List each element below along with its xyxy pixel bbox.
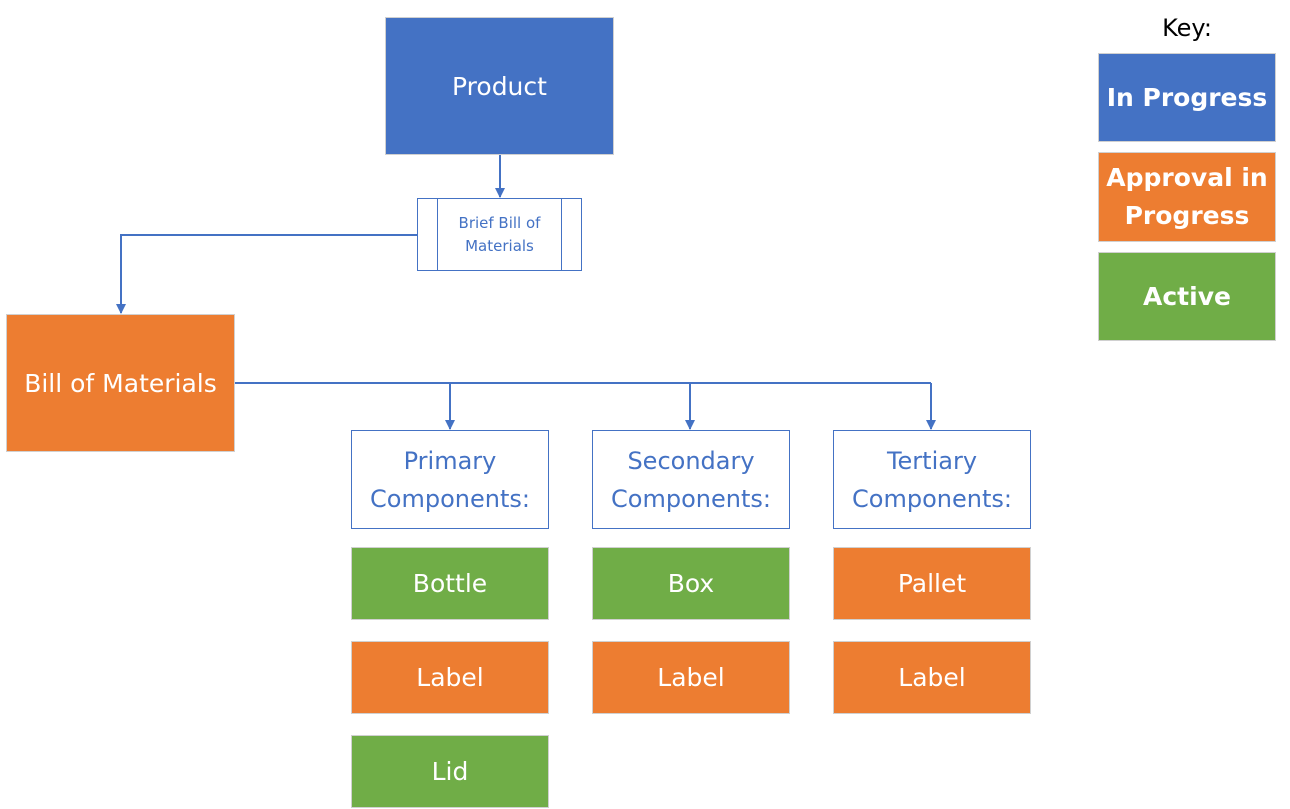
key-in-progress: In Progress <box>1098 53 1276 142</box>
product-node: Product <box>385 17 614 155</box>
component-label-secondary: Label <box>592 641 790 714</box>
component-label: Label <box>416 663 484 692</box>
secondary-components-label: Secondary Components: <box>611 446 771 513</box>
tertiary-components-label: Tertiary Components: <box>852 446 1012 513</box>
brief-bill-of-materials-label: Brief Bill of Materials <box>458 213 541 255</box>
key-title: Key: <box>1162 14 1212 42</box>
component-lid: Lid <box>351 735 549 808</box>
component-label-primary: Label <box>351 641 549 714</box>
product-label: Product <box>452 71 547 101</box>
primary-components-label: Primary Components: <box>370 446 530 513</box>
bill-of-materials-node: Bill of Materials <box>6 314 235 452</box>
component-label: Box <box>667 569 715 598</box>
brief-to-bom-connector <box>116 234 417 314</box>
component-label: Lid <box>431 757 469 786</box>
key-active-label: Active <box>1143 282 1231 311</box>
secondary-components-header: Secondary Components: <box>592 430 790 529</box>
primary-components-header: Primary Components: <box>351 430 549 529</box>
key-in-progress-label: In Progress <box>1106 83 1268 112</box>
brief-bill-of-materials-node: Brief Bill of Materials <box>417 198 582 271</box>
component-box: Box <box>592 547 790 620</box>
key-approval-in-progress: Approval in Progress <box>1098 152 1276 242</box>
component-label: Pallet <box>897 569 967 598</box>
component-label-tertiary: Label <box>833 641 1031 714</box>
component-label: Bottle <box>412 569 488 598</box>
component-label: Label <box>898 663 966 692</box>
key-active: Active <box>1098 252 1276 341</box>
component-bottle: Bottle <box>351 547 549 620</box>
component-label: Label <box>657 663 725 692</box>
key-approval-label: Approval in Progress <box>1106 163 1268 230</box>
component-pallet: Pallet <box>833 547 1031 620</box>
bill-of-materials-label: Bill of Materials <box>24 368 217 398</box>
tertiary-components-header: Tertiary Components: <box>833 430 1031 529</box>
